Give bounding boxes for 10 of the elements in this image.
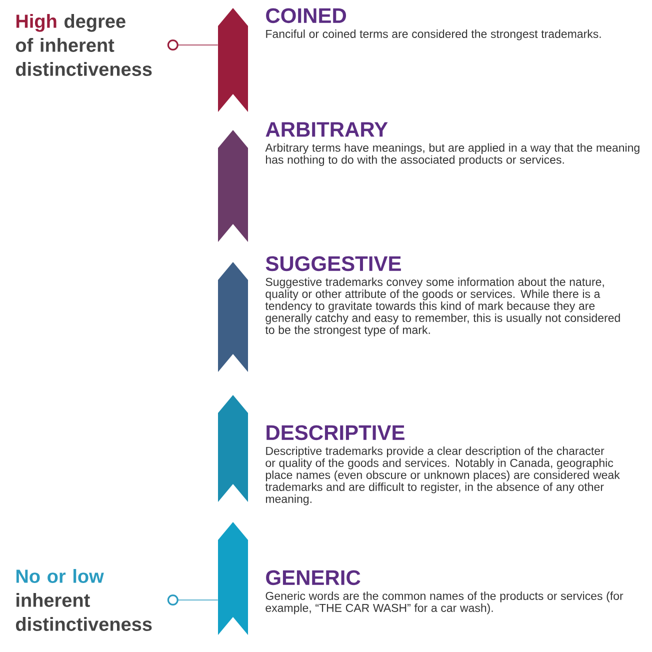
- scale-label: High degree of inherent distinctiveness: [16, 14, 152, 76]
- category-text: ARBITRARY Arbitrary terms have meanings, but are applied in a way that the meaning has nothing to do with the associated products or services.: [265, 122, 640, 166]
- category-text: DESCRIPTIVE Descriptive trademarks provide a clear description of the character or quality of the goods and services. Notably in Canada, geographic place names (even obscure or unknown places) are considered weak trademarks and are difficult to register, in the absence of any other meaning.: [265, 425, 620, 506]
- category-text: GENERIC Generic words are the common names of the products or services (for example, “THE CAR WASH” for a car wash).: [266, 570, 624, 614]
- scale-label: No or low inherent distinctiveness: [16, 569, 152, 631]
- leader-line: [167, 594, 218, 606]
- category-text: SUGGESTIVE Suggestive trademarks convey some information about the nature, quality or other attribute of the goods or services. While there is a tendency to gravitate towards this kind of mark because they are generally catchy and easy to remember, this is usually not considered to be the strongest type of mark.: [265, 256, 620, 336]
- chevron-column-drawing: [218, 8, 248, 635]
- category-text: COINED Fanciful or coined terms are considered the strongest trademarks.: [266, 8, 601, 40]
- leader-line: [167, 40, 218, 50]
